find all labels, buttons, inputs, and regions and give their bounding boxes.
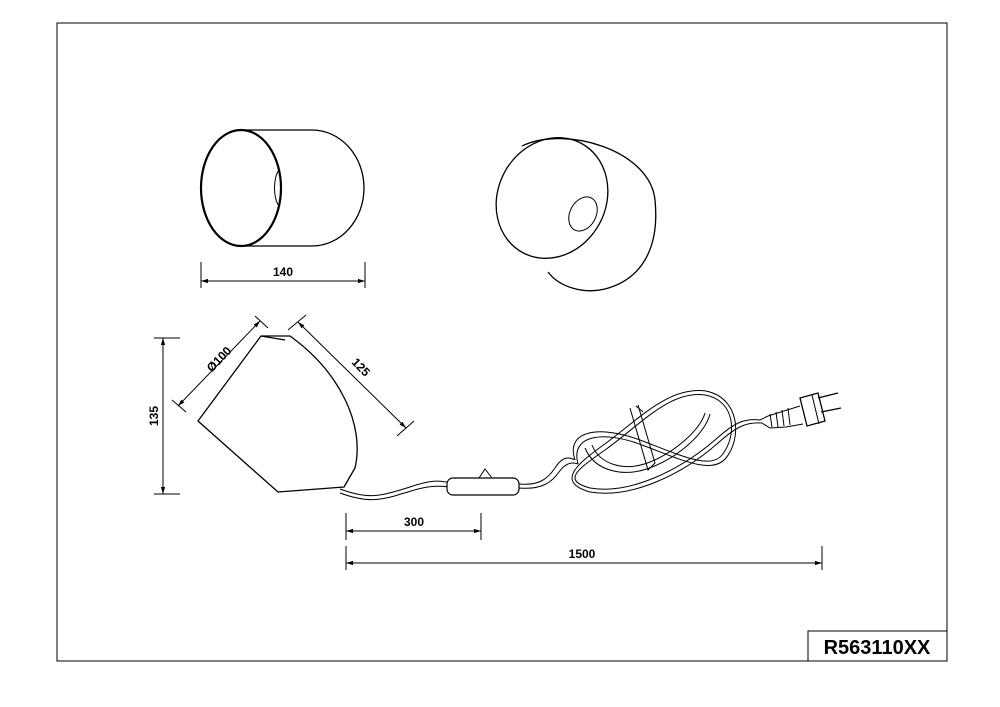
lamp-side-view <box>199 128 365 248</box>
drawing-frame <box>56 22 948 662</box>
dimension-height: 135 <box>147 337 180 495</box>
dimension-switch-distance-label: 300 <box>404 515 424 529</box>
dimension-cable-length: 1500 <box>345 546 823 570</box>
dimension-diameter: Ø100 <box>171 315 269 413</box>
dimension-shade-length: 125 <box>287 314 415 437</box>
product-code: R563110XX <box>824 637 931 659</box>
dimension-width: 140 <box>200 262 366 288</box>
dimension-cable-length-label: 1500 <box>569 547 596 561</box>
dimension-width-label: 140 <box>273 265 293 279</box>
dimension-diameter-label: Ø100 <box>204 344 235 375</box>
cable-assembly <box>339 390 842 501</box>
dimension-height-label: 135 <box>147 406 161 426</box>
dimension-switch-distance: 300 <box>345 513 482 540</box>
inline-switch <box>446 477 520 496</box>
product-code-box: R563110XX <box>807 630 948 662</box>
lamp-perspective-view <box>495 137 657 292</box>
